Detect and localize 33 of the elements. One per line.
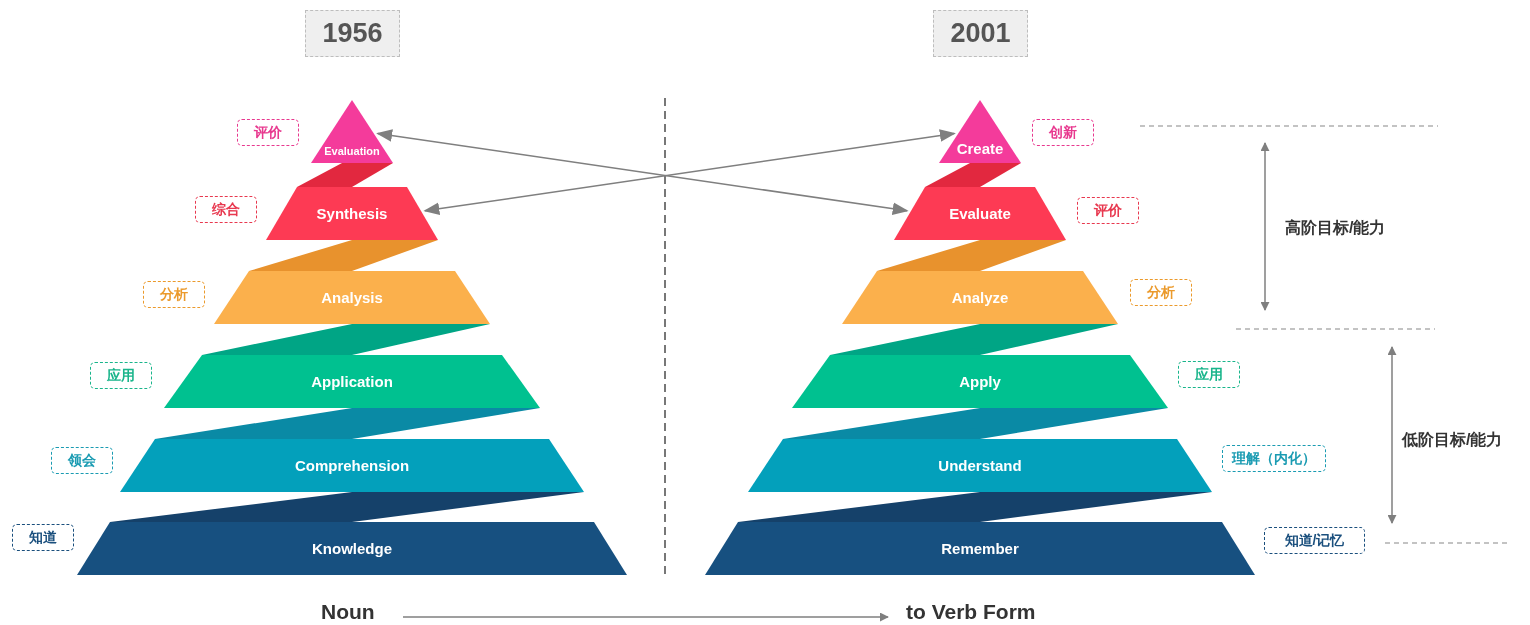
tag-box: 应用 [1178, 361, 1240, 388]
level-label: Evaluate [949, 205, 1011, 222]
level-label: Synthesis [316, 205, 388, 222]
tag-box: 评价 [237, 119, 299, 146]
tag-box: 理解（内化） [1222, 445, 1326, 472]
tag-box: 分析 [1130, 279, 1192, 306]
tag-box: 知道 [12, 524, 74, 551]
tag-box: 知道/记忆 [1264, 527, 1365, 554]
tag-box: 应用 [90, 362, 152, 389]
level-label: Create [956, 140, 1004, 157]
tag-box: 评价 [1077, 197, 1139, 224]
axis-text: Noun [321, 600, 375, 624]
level-group-label: 低阶目标/能力 [1402, 430, 1503, 450]
tag-box: 领会 [51, 447, 113, 474]
level-label: Analyze [951, 289, 1009, 306]
level-label: Apply [959, 373, 1001, 390]
tag-box: 综合 [195, 196, 257, 223]
year-box: 2001 [933, 10, 1028, 57]
level-label: Comprehension [294, 457, 410, 474]
level-group-label: 高阶目标/能力 [1285, 218, 1386, 238]
level-label: Analysis [321, 289, 383, 306]
level-label: Remember [941, 540, 1019, 557]
year-box: 1956 [305, 10, 400, 57]
arrow [423, 129, 956, 216]
axis-text: to Verb Form [906, 600, 1036, 624]
level-label: Knowledge [312, 540, 392, 557]
tag-box: 创新 [1032, 119, 1094, 146]
arrow [376, 129, 909, 216]
arrow [402, 612, 889, 622]
level-label: Evaluation [324, 145, 380, 157]
level-label: Understand [938, 457, 1022, 474]
tag-box: 分析 [143, 281, 205, 308]
level-label: Application [311, 373, 393, 390]
